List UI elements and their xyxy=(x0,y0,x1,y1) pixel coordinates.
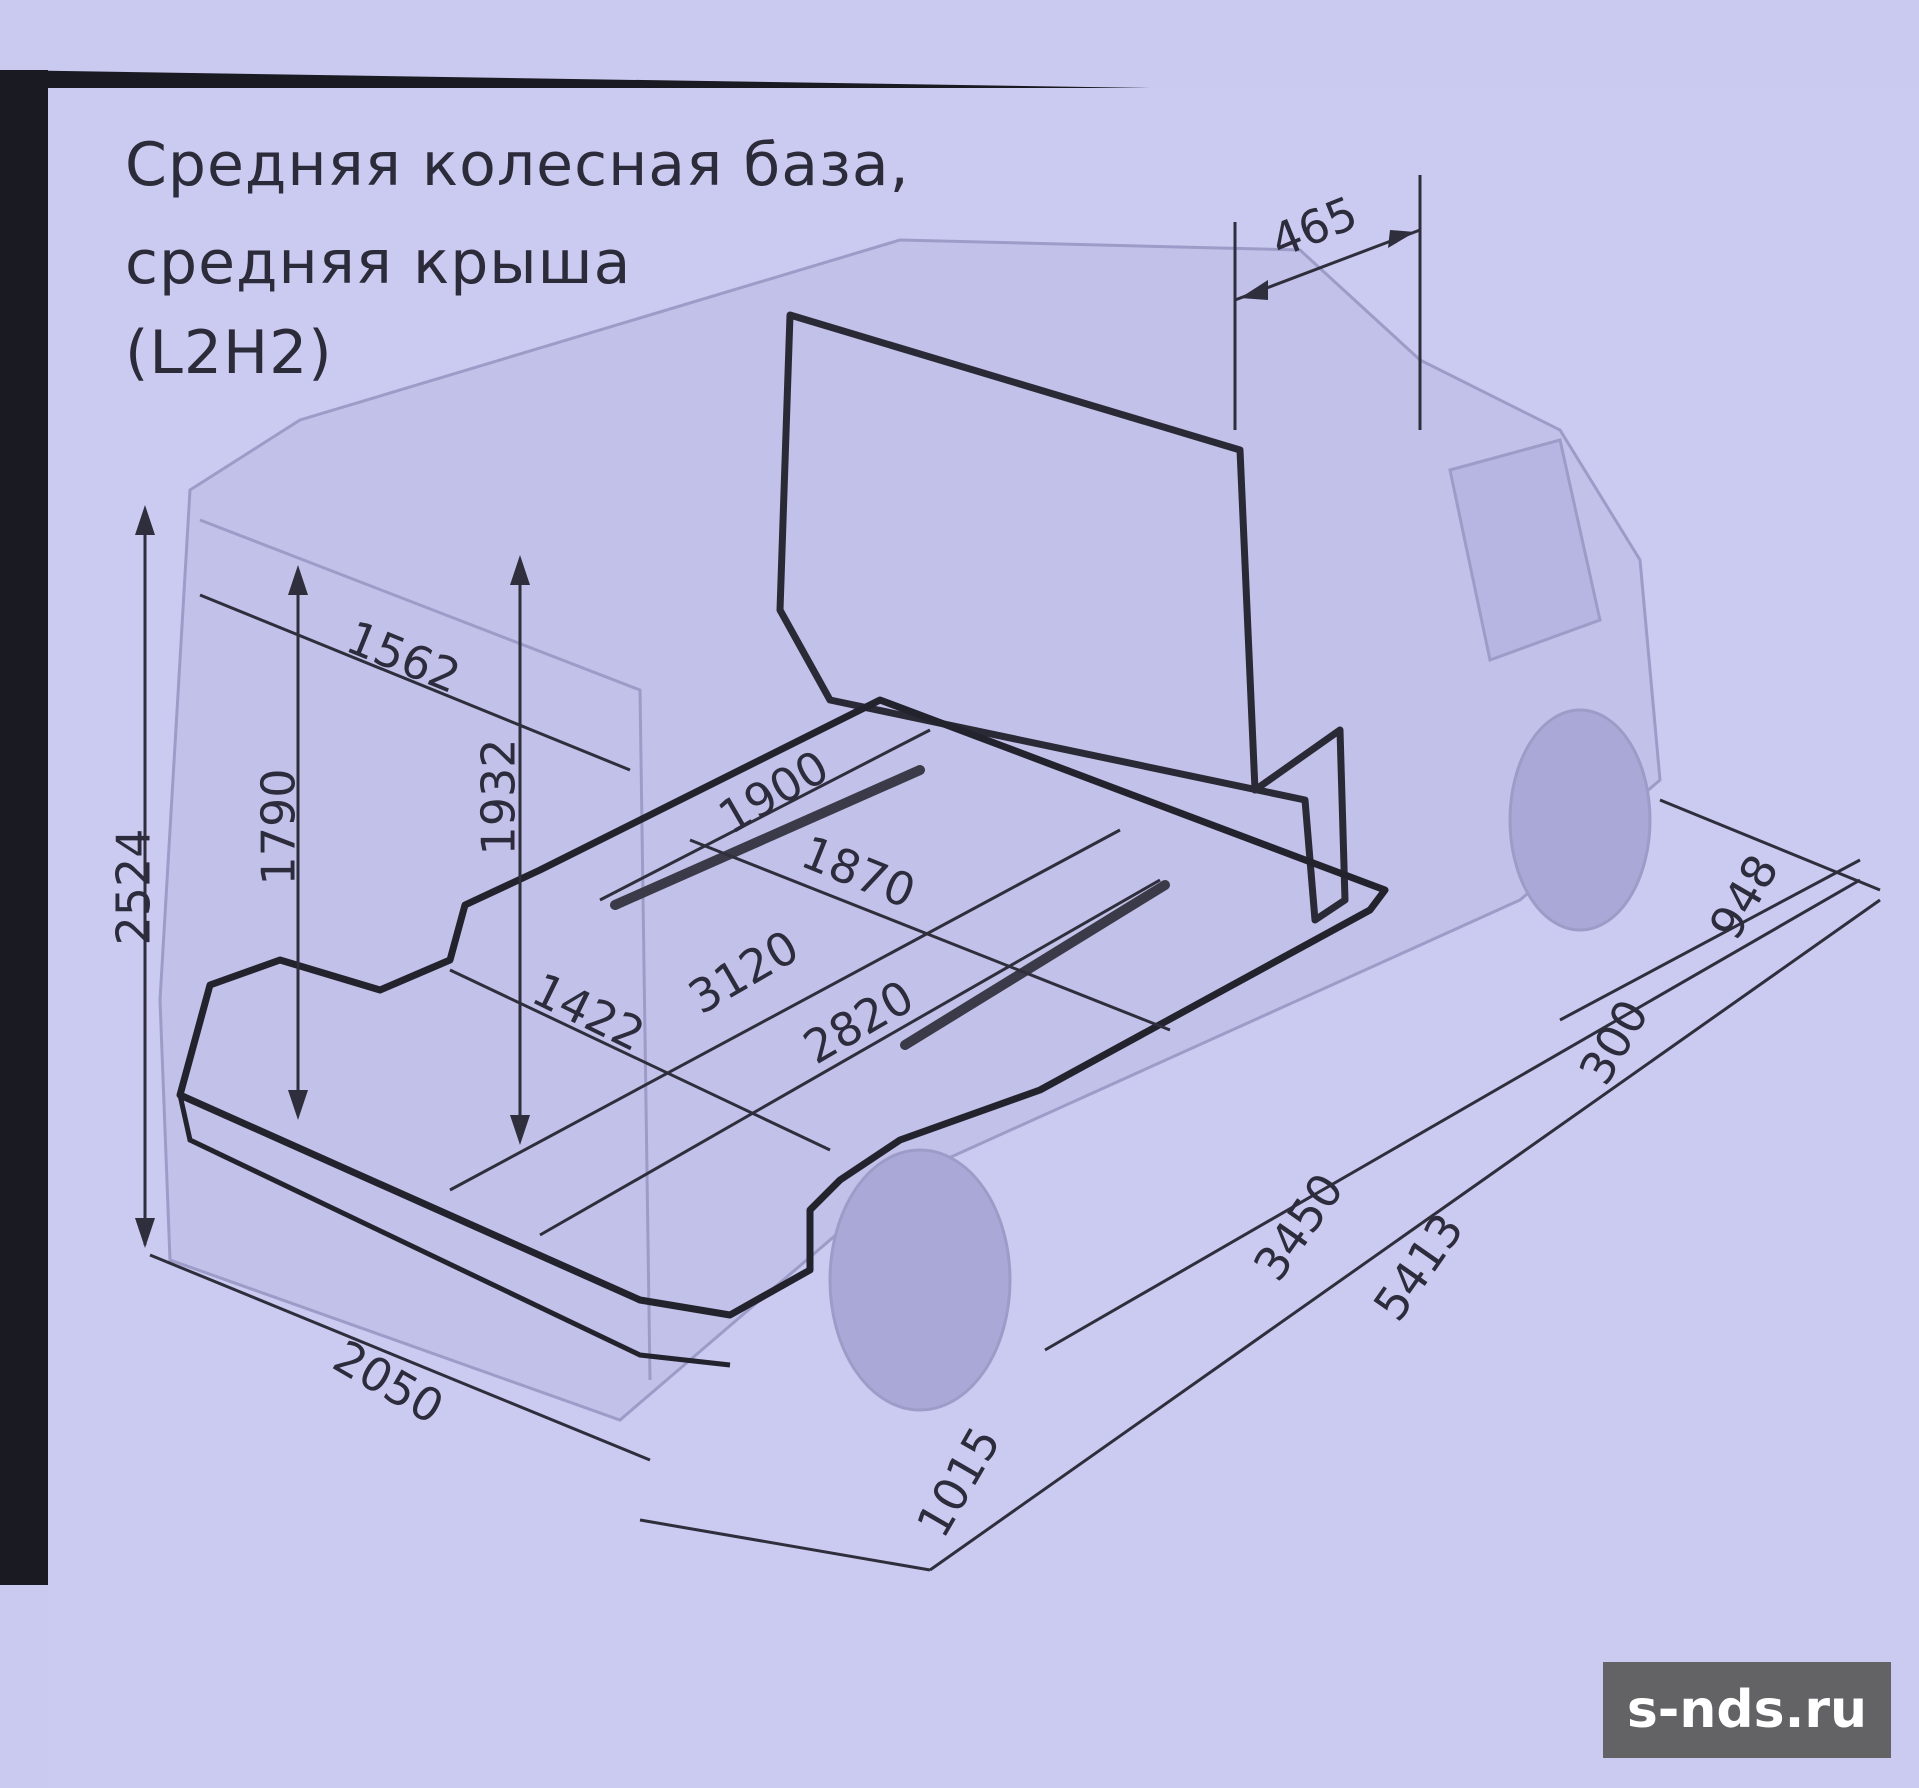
watermark-badge: s-nds.ru xyxy=(1602,1662,1891,1758)
floor-outline xyxy=(176,696,1389,1319)
wheel-arch-bars xyxy=(610,765,1170,1050)
dim-interior-height: 1932 xyxy=(471,738,526,856)
van-body xyxy=(158,238,1662,1422)
dim-door-height: 1790 xyxy=(251,768,306,886)
floor-front-edge xyxy=(177,1094,731,1368)
bulkhead-outline xyxy=(776,311,1349,924)
dimension-lines xyxy=(143,175,1881,1572)
screen-frame-left xyxy=(0,70,48,1585)
title-line-2: средняя крыша xyxy=(125,228,632,298)
dim-overall-height: 2524 xyxy=(106,828,161,946)
arrowheads xyxy=(135,230,1415,1248)
title-line-3: (L2H2) xyxy=(125,318,333,388)
title-line-1: Средняя колесная база, xyxy=(125,130,910,200)
